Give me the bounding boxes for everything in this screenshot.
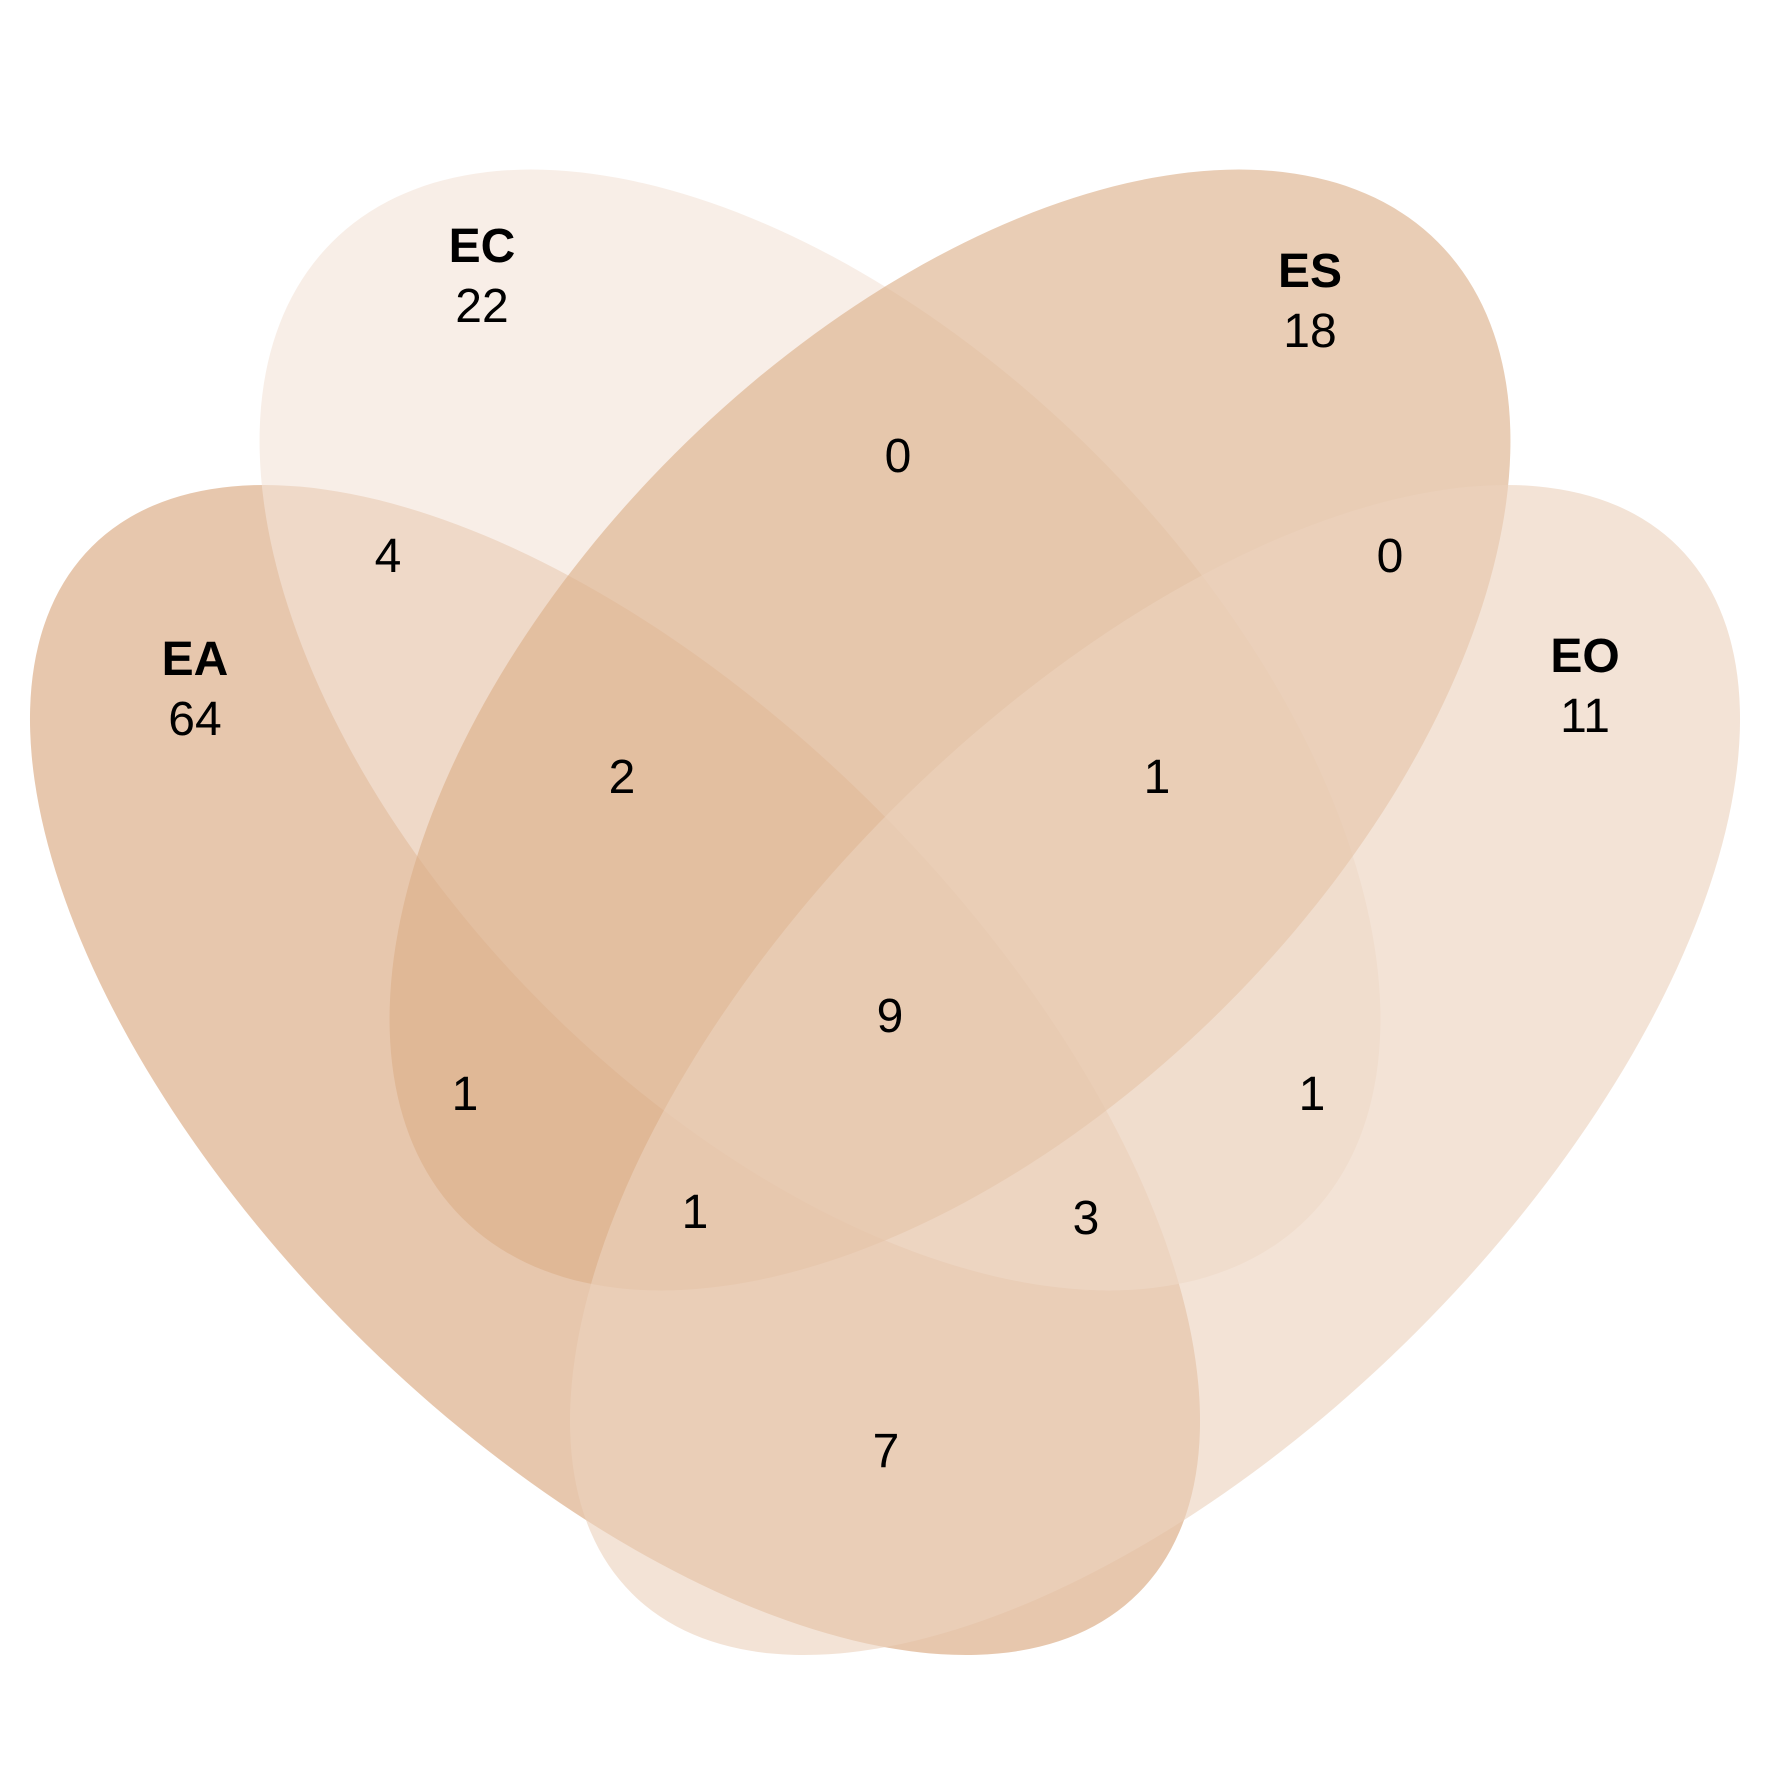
set-label-eo: EO (1550, 630, 1619, 683)
region-count-es-eo: 0 (1377, 530, 1404, 583)
region-count-ea-eo: 7 (873, 1425, 900, 1478)
set-count-ec: 22 (455, 280, 508, 333)
region-count-ec-es: 0 (885, 430, 912, 483)
region-count-ea-es: 1 (452, 1068, 479, 1121)
region-count-all: 9 (877, 990, 904, 1043)
set-count-ea: 64 (168, 693, 221, 746)
set-label-ec: EC (449, 220, 516, 273)
region-count-ea-ec-eo: 3 (1073, 1192, 1100, 1245)
set-count-eo: 11 (1560, 690, 1610, 743)
region-count-ec-eo: 1 (1299, 1068, 1326, 1121)
region-count-ea-es-eo: 1 (682, 1186, 709, 1239)
region-count-ea-ec-es: 2 (609, 751, 636, 804)
set-label-ea: EA (162, 633, 229, 686)
set-count-es: 18 (1283, 305, 1336, 358)
region-count-ea-ec: 4 (375, 530, 402, 583)
set-ellipse-eo (569, 484, 1741, 1656)
set-label-es: ES (1278, 245, 1342, 298)
set-ellipse-es (389, 169, 1511, 1291)
region-count-ec-es-eo: 1 (1144, 751, 1171, 804)
